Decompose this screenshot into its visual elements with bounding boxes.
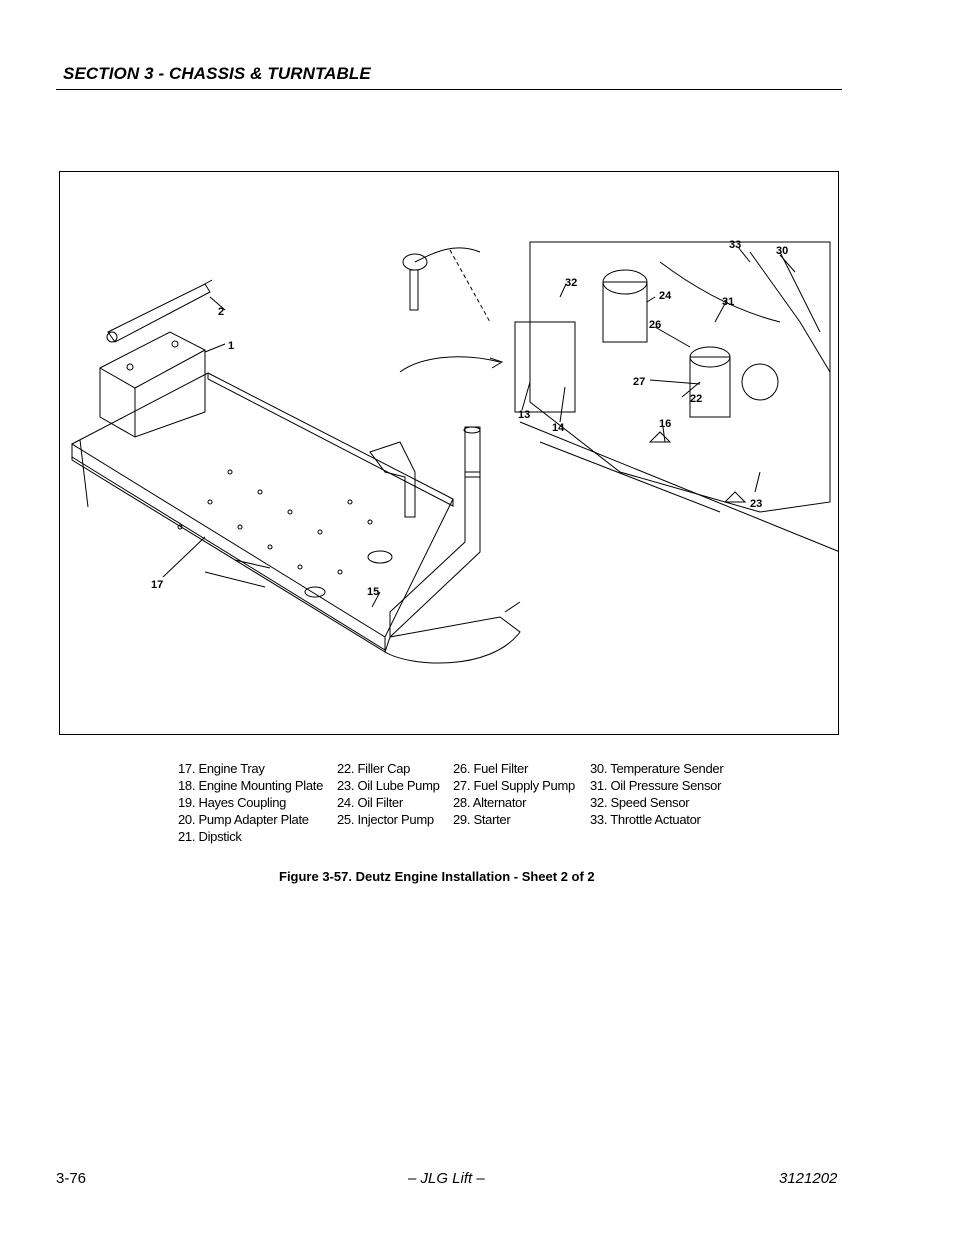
legend-item: 32. Speed Sensor <box>590 795 690 810</box>
callout-30: 30 <box>776 245 788 257</box>
legend-item: 19. Hayes Coupling <box>178 795 287 810</box>
legend-item: 33. Throttle Actuator <box>590 812 701 827</box>
section-title: SECTION 3 - CHASSIS & TURNTABLE <box>63 64 371 83</box>
callout-17: 17 <box>151 579 163 591</box>
footer-publisher: – JLG Lift – <box>408 1170 485 1187</box>
legend-item: 30. Temperature Sender <box>590 761 724 776</box>
legend-item: 25. Injector Pump <box>337 812 434 827</box>
legend-item: 20. Pump Adapter Plate <box>178 812 309 827</box>
callout-14: 14 <box>552 422 565 434</box>
legend-item: 22. Filler Cap <box>337 761 411 776</box>
callout-16: 16 <box>659 418 671 430</box>
callout-26: 26 <box>649 319 661 331</box>
starter-bracket-drawing <box>369 321 576 518</box>
battery-drawing <box>99 331 206 438</box>
engine-installation-drawing: 1 2 13 14 15 16 17 22 23 24 26 27 30 31 … <box>70 239 838 664</box>
figure-caption: Figure 3-57. Deutz Engine Installation -… <box>279 869 595 884</box>
lift-chain-drawing <box>402 247 491 323</box>
document-number: 3121202 <box>779 1170 838 1187</box>
legend-item: 28. Alternator <box>453 795 527 810</box>
callout-1: 1 <box>228 340 234 352</box>
legend-item: 31. Oil Pressure Sensor <box>590 778 722 793</box>
engine-tray-drawing <box>70 372 454 653</box>
callout-22: 22 <box>690 393 702 405</box>
legend-item: 17. Engine Tray <box>178 761 265 776</box>
leader-lines <box>162 246 796 608</box>
legend-item: 24. Oil Filter <box>337 795 403 810</box>
engine-block-drawing <box>519 241 838 552</box>
callout-27: 27 <box>633 376 645 388</box>
callout-32: 32 <box>565 277 577 289</box>
legend-column-3: 26. Fuel Filter 27. Fuel Supply Pump 28.… <box>453 760 575 828</box>
page-number: 3-76 <box>56 1170 87 1187</box>
callout-13: 13 <box>518 409 530 421</box>
legend-item: 23. Oil Lube Pump <box>337 778 440 793</box>
legend-column-2: 22. Filler Cap 23. Oil Lube Pump 24. Oil… <box>337 760 440 828</box>
legend-item: 18. Engine Mounting Plate <box>178 778 323 793</box>
header-rule <box>56 89 842 90</box>
callout-33: 33 <box>729 239 741 251</box>
legend-item: 26. Fuel Filter <box>453 761 528 776</box>
callout-23: 23 <box>750 498 762 510</box>
legend-item: 29. Starter <box>453 812 511 827</box>
legend-item: 21. Dipstick <box>178 829 242 844</box>
hold-down-drawing <box>106 279 213 343</box>
legend-column-4: 30. Temperature Sender 31. Oil Pressure … <box>590 760 724 828</box>
legend-item: 27. Fuel Supply Pump <box>453 778 575 793</box>
callout-31: 31 <box>722 296 734 308</box>
legend-column-1: 17. Engine Tray 18. Engine Mounting Plat… <box>178 760 323 845</box>
pump-plate-drawing <box>384 426 521 664</box>
figure-frame: 1 2 13 14 15 16 17 22 23 24 26 27 30 31 … <box>59 171 839 735</box>
callout-2: 2 <box>218 306 224 318</box>
callouts: 1 2 13 14 15 16 17 22 23 24 26 27 30 31 … <box>151 239 788 598</box>
callout-24: 24 <box>659 290 672 302</box>
callout-15: 15 <box>367 586 379 598</box>
